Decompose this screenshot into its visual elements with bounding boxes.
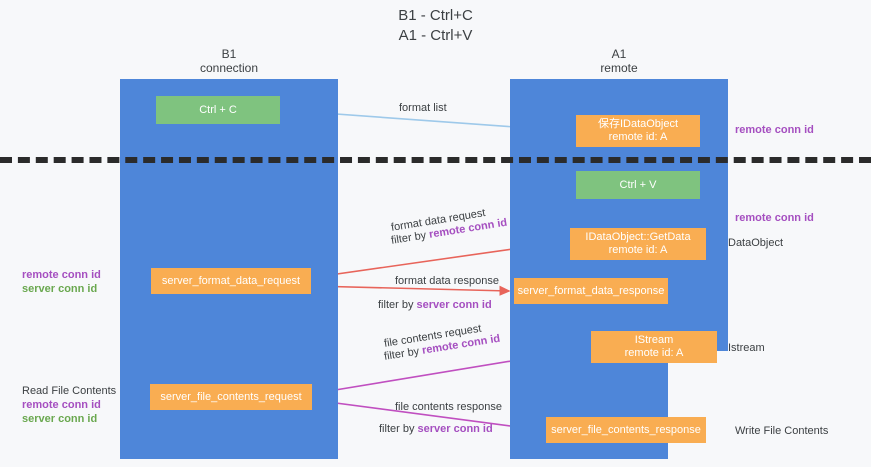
node-server-format-data-request[interactable]: server_format_data_request	[151, 268, 311, 294]
edge-label-file-contents-response: file contents response	[395, 401, 503, 413]
annotation-group-bottom: Read File Contents remote conn id server…	[22, 384, 116, 426]
node-server-file-contents-request[interactable]: server_file_contents_request	[150, 384, 312, 410]
annotation-remote-conn-id: remote conn id	[22, 399, 101, 411]
annotation-dataobject: DataObject	[728, 237, 784, 249]
page-title: B1 - Ctrl+C A1 - Ctrl+V	[398, 7, 473, 44]
column-header-a1: A1 remote	[600, 47, 638, 75]
node-ctrl-v[interactable]: Ctrl + V	[576, 171, 700, 199]
annotation-server-conn-id: server conn id	[22, 283, 98, 295]
node-server-format-data-response[interactable]: server_format_data_response	[514, 278, 668, 304]
filter-key-server-conn-id: server conn id	[416, 299, 492, 311]
edge-label-format-list: format list	[399, 102, 447, 114]
annotation-write-file-contents: Write File Contents	[735, 425, 829, 437]
filter-key-server-conn-id: server conn id	[417, 423, 493, 435]
node-ctrl-c[interactable]: Ctrl + C	[156, 96, 280, 124]
node-idataobject[interactable]: 保存IDataObject remote id: A	[576, 115, 700, 147]
annotation-remote-conn-id: remote conn id	[22, 269, 101, 281]
arrow-file-contents-response	[312, 399, 543, 434]
filter-prefix: filter by	[378, 299, 417, 311]
annotation-read-file-contents: Read File Contents	[22, 385, 117, 397]
filter-prefix: filter by	[379, 423, 418, 435]
node-istream[interactable]: IStream remote id: A	[591, 331, 717, 363]
annotation-remote-conn-id-mid: remote conn id	[735, 212, 814, 224]
edge-label-format-data-response-filter: filter by server conn id	[378, 298, 492, 312]
edge-label-format-data-response: format data response	[395, 275, 499, 287]
node-idataobject-getdata[interactable]: IDataObject::GetData remote id: A	[570, 228, 706, 260]
annotation-istream: Istream	[728, 342, 765, 354]
edge-label-file-contents-response-filter: filter by server conn id	[379, 422, 493, 436]
arrow-format-data-response	[311, 285, 511, 296]
node-server-file-contents-response[interactable]: server_file_contents_response	[546, 417, 706, 443]
column-header-b1: B1 connection	[199, 47, 259, 75]
phase-divider	[0, 157, 871, 163]
annotation-remote-conn-id-top: remote conn id	[735, 124, 814, 136]
annotation-server-conn-id: server conn id	[22, 413, 98, 425]
annotation-group-middle: remote conn id server conn id	[22, 268, 101, 296]
